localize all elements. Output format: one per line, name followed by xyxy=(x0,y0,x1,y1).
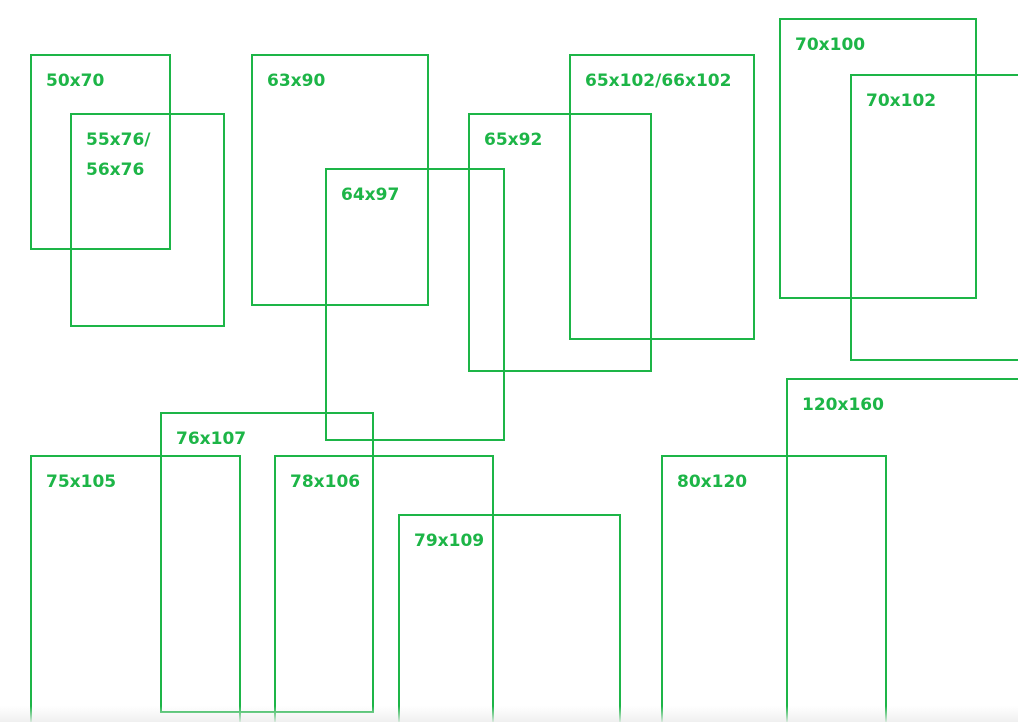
box-63x90: 63x90 xyxy=(251,54,429,306)
box-65x92: 65x92 xyxy=(468,113,652,372)
box-label: 64x97 xyxy=(341,185,400,205)
box-label: 70x102 xyxy=(866,91,937,111)
box-label: 79x109 xyxy=(414,531,485,551)
box-70x100: 70x100 xyxy=(779,18,977,299)
box-label: 78x106 xyxy=(290,472,361,492)
box-64x97: 64x97 xyxy=(325,168,505,441)
box-79x109: 79x109 xyxy=(398,514,621,722)
box-label: 55x76/ 56x76 xyxy=(86,125,151,185)
box-78x106: 78x106 xyxy=(274,455,494,722)
box-label: 65x92 xyxy=(484,130,543,150)
box-label: 76x107 xyxy=(176,429,247,449)
box-label-line-2: 56x76 xyxy=(86,160,145,180)
box-80x120: 80x120 xyxy=(661,455,887,722)
box-label: 80x120 xyxy=(677,472,748,492)
box-50x70: 50x70 xyxy=(30,54,171,250)
box-label: 70x100 xyxy=(795,35,866,55)
box-75x105: 75x105 xyxy=(30,455,241,722)
box-55x76-56x76: 55x76/ 56x76 xyxy=(70,113,225,327)
box-label: 63x90 xyxy=(267,71,326,91)
box-label: 65x102/66x102 xyxy=(585,71,732,91)
box-label: 75x105 xyxy=(46,472,117,492)
box-label: 120x160 xyxy=(802,395,884,415)
box-65x102-66x102: 65x102/66x102 xyxy=(569,54,755,340)
box-label-line-1: 55x76/ xyxy=(86,130,151,150)
box-label: 50x70 xyxy=(46,71,105,91)
box-70x102: 70x102 xyxy=(850,74,1018,361)
box-120x160: 120x160 xyxy=(786,378,1018,722)
